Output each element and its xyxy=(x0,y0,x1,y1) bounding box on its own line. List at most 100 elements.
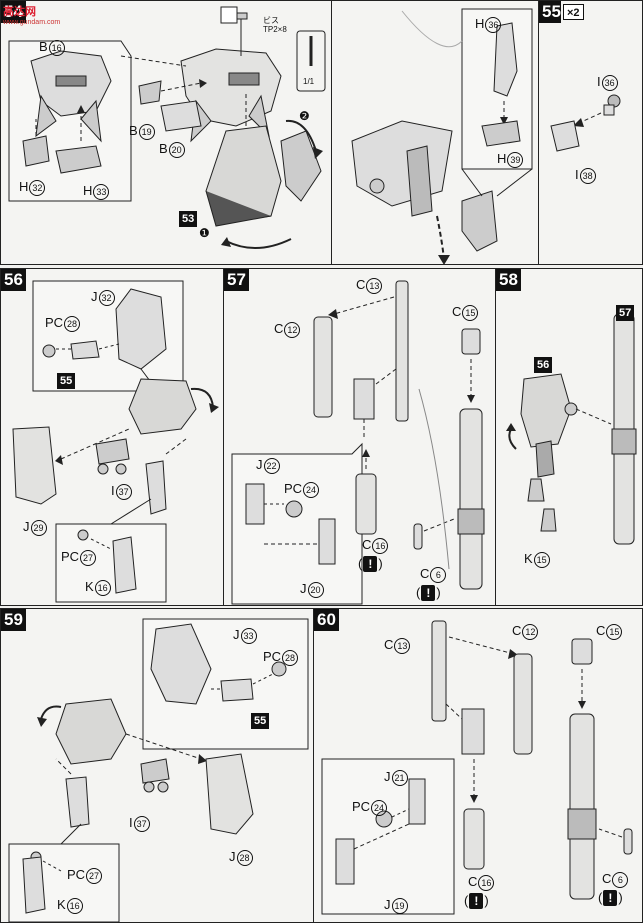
label-j28-letter: J xyxy=(229,849,236,864)
label-j29-letter: J xyxy=(23,519,30,534)
label-b19-number: 19 xyxy=(138,123,155,140)
step-56-number: 56 xyxy=(1,269,26,291)
label-i37-letter: I xyxy=(129,815,133,830)
label-c12-letter: C xyxy=(274,321,284,336)
step-58-number: 58 xyxy=(496,269,521,291)
label-h32-letter: H xyxy=(19,179,29,194)
label-j32-letter: J xyxy=(91,289,98,304)
step-55-multiplier: ×2 xyxy=(563,4,584,20)
label-i37-number: 37 xyxy=(133,815,150,832)
label-c6-letter: C xyxy=(420,566,430,581)
step-56-reference: 56 xyxy=(534,357,553,373)
step-54-number: 54 xyxy=(1,1,26,23)
label-c15-number: 15 xyxy=(606,623,623,640)
step-55-reference: 55 xyxy=(251,713,270,729)
step-57-drawing xyxy=(231,280,485,605)
label-h39-letter: H xyxy=(497,151,507,166)
step-58-drawing xyxy=(506,313,637,545)
label-j32-number: 32 xyxy=(98,289,115,306)
label-i37-number: 37 xyxy=(115,483,132,500)
label-i36-number: 36 xyxy=(601,74,618,91)
label-pc28-number: 28 xyxy=(64,315,81,332)
screw-qty: 1/1 xyxy=(303,77,315,86)
label-j21-letter: J xyxy=(384,769,391,784)
label-c13-number: 13 xyxy=(394,637,411,654)
screw-spec: TP2×8 xyxy=(263,25,287,34)
step-55-number: 55 xyxy=(539,1,561,23)
label-c15-letter: C xyxy=(596,623,606,638)
label-c12-number: 12 xyxy=(284,321,301,338)
label-pc27-letter: PC xyxy=(61,549,80,564)
step-60-drawing xyxy=(321,620,633,915)
label-j33-number: 33 xyxy=(240,627,257,644)
label-c15-letter: C xyxy=(452,304,462,319)
label-c6-number: 6 xyxy=(612,871,629,888)
order-marker-1: ❶ xyxy=(199,226,210,240)
label-j22-letter: J xyxy=(256,457,263,472)
caution-mark-c16: (!) xyxy=(358,556,383,572)
step-55-drawing xyxy=(550,94,621,152)
label-b19-letter: B xyxy=(129,123,138,138)
label-i37-letter: I xyxy=(111,483,115,498)
label-c6-letter: C xyxy=(602,871,612,886)
step-59-number: 59 xyxy=(1,609,26,631)
label-pc24-letter: PC xyxy=(284,481,303,496)
label-c13-letter: C xyxy=(384,637,394,652)
label-c16-letter: C xyxy=(468,874,478,889)
label-pc28-letter: PC xyxy=(45,315,64,330)
label-k15-letter: K xyxy=(524,551,533,566)
label-j20-letter: J xyxy=(300,581,307,596)
label-k16-letter: K xyxy=(57,897,66,912)
label-i38-number: 38 xyxy=(579,167,596,184)
label-j20-number: 20 xyxy=(307,581,324,598)
label-k16-letter: K xyxy=(85,579,94,594)
label-j19-number: 19 xyxy=(391,897,408,914)
label-c16-number: 16 xyxy=(478,874,495,891)
label-c13-number: 13 xyxy=(366,277,383,294)
label-b20-letter: B xyxy=(159,141,168,156)
label-pc24-number: 24 xyxy=(303,481,320,498)
label-j28-number: 28 xyxy=(236,849,253,866)
caution-mark-c16-60: (!) xyxy=(464,893,489,909)
label-j22-number: 22 xyxy=(263,457,280,474)
label-k16-number: 16 xyxy=(94,579,111,596)
step-54-drawing xyxy=(8,6,326,250)
step-54b-drawing xyxy=(351,8,533,264)
step-56-drawing xyxy=(12,280,219,603)
label-b16-number: 16 xyxy=(48,39,65,56)
step-55-value: 55 xyxy=(542,2,561,21)
label-k15-number: 15 xyxy=(533,551,550,568)
watermark-url: www.gundam.com xyxy=(3,19,61,26)
